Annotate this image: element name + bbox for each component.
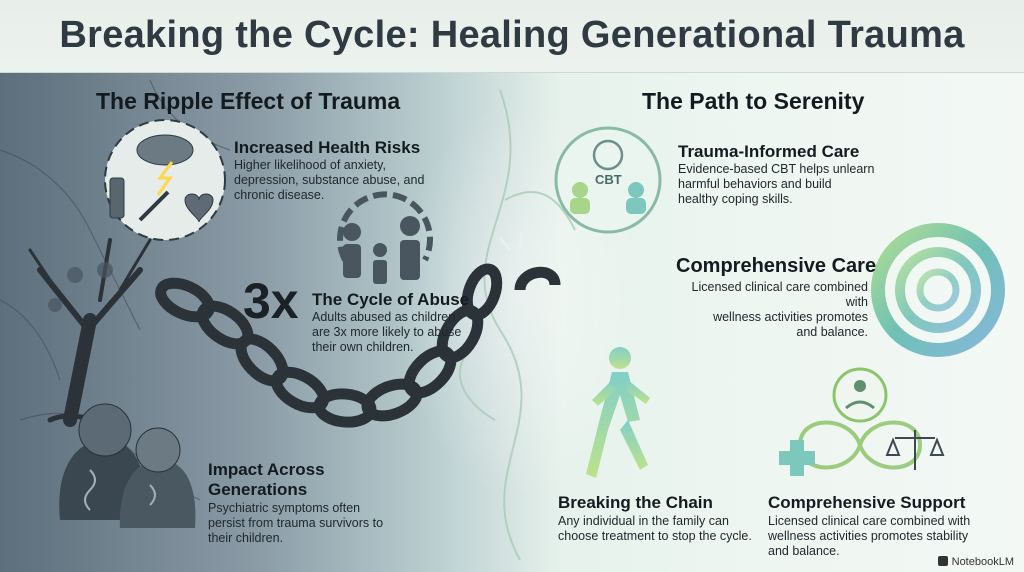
medical-cross-icon [779,440,815,476]
cbt-badge: CBT [595,172,622,187]
multiplier-3x: 3x [243,273,299,329]
chain-break-sparks [499,231,543,253]
cbt-icon [554,126,662,234]
title-bar: Breaking the Cycle: Healing Generational… [0,0,1024,73]
breaking-chain-title: Breaking the Chain [558,493,713,512]
chain [155,263,561,428]
comprehensive-support-title: Comprehensive Support [768,493,966,512]
notebooklm-icon [937,556,948,566]
bare-tree [28,238,152,428]
scales-icon [885,430,945,470]
trauma-care-text: Evidence-based CBT helps unlearn harmful… [678,162,875,206]
swirl-icon [871,223,1005,357]
health-risks-icon [104,119,226,241]
impact-text: Psychiatric symptoms often persist from … [208,501,384,545]
trauma-care-title: Trauma-Informed Care [678,142,860,161]
family-cycle-icon [337,191,433,284]
comprehensive-care-title: Comprehensive Care [676,255,877,277]
support-infinity [797,420,923,470]
page-title: Breaking the Cycle: Healing Generational… [59,14,965,56]
notebooklm-branding: NotebookLM [937,556,1014,568]
meditation-icon [832,367,888,423]
cycle-of-abuse-text: Adults abused as children are 3x more li… [312,310,462,354]
right-heading: The Path to Serenity [642,88,865,114]
cycle-of-abuse-title: The Cycle of Abuse [312,290,470,309]
sad-figures [59,403,196,528]
comprehensive-support-text: Licensed clinical care combined with wel… [768,514,971,558]
health-risks-title: Increased Health Risks [234,138,421,157]
runner-silhouette [586,347,650,478]
health-risks-text: Higher likelihood of anxiety, depression… [234,158,425,202]
comprehensive-care-text: Licensed clinical care combined with wel… [691,280,868,339]
impact-title: Impact Across Generations [208,460,325,499]
left-heading: The Ripple Effect of Trauma [96,88,401,114]
breaking-chain-text: Any individual in the family can choose … [558,514,752,543]
